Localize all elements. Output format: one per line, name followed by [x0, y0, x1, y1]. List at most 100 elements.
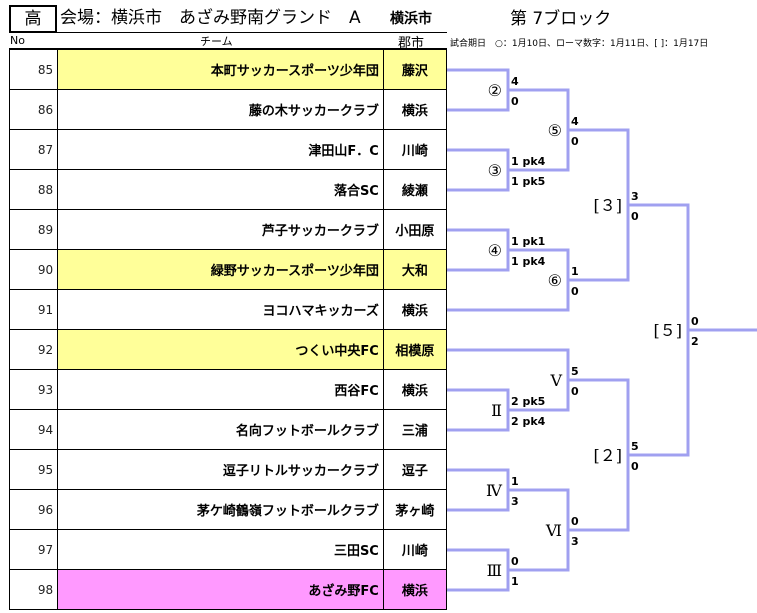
score-top: 4 — [511, 75, 519, 88]
title-divider — [9, 32, 447, 33]
team-name: あざみ野FC — [57, 569, 384, 610]
column-header-city: 郡市 — [398, 36, 425, 51]
score-bottom: 1 pk4 — [511, 255, 546, 268]
column-header-team: チーム — [200, 35, 233, 48]
match-label: ⑥ — [548, 271, 562, 290]
team-name: つくい中央FC — [57, 329, 384, 370]
team-city: 横浜 — [382, 369, 448, 410]
team-number: 95 — [8, 449, 59, 490]
score-bottom: 0 — [631, 460, 639, 473]
team-number: 91 — [8, 289, 59, 330]
team-number: 96 — [8, 489, 59, 530]
team-name: 緑野サッカースポーツ少年団 — [57, 249, 384, 290]
team-city: 横浜 — [382, 289, 448, 330]
team-number: 92 — [8, 329, 59, 370]
team-number: 87 — [8, 129, 59, 170]
score-top: 1 pk1 — [511, 235, 545, 248]
team-city: 藤沢 — [382, 49, 448, 90]
team-name: 芦子サッカークラブ — [57, 209, 384, 250]
team-name: 藤の木サッカークラブ — [57, 89, 384, 130]
schedule-note: 試合期日 ○：1月10日、ローマ数字：1月11日、[ ]：1月17日 — [450, 39, 709, 49]
score-top: 5 — [631, 440, 639, 453]
match-label: Ⅲ — [487, 561, 502, 580]
match-label: [３] — [594, 196, 623, 215]
team-number: 98 — [8, 569, 59, 610]
score-bottom: 0 — [571, 135, 579, 148]
match-label: Ⅴ — [549, 371, 562, 390]
score-top: 1 — [571, 265, 579, 278]
team-name: 茅ケ崎鶴嶺フットボールクラブ — [57, 489, 384, 530]
team-number: 93 — [8, 369, 59, 410]
score-top: 2 pk5 — [511, 395, 545, 408]
match-label: ④ — [488, 241, 502, 260]
score-top: 1 — [511, 475, 519, 488]
score-top: 5 — [571, 365, 579, 378]
team-name: 津田山F．C — [57, 129, 384, 170]
score-top: 1 pk4 — [511, 155, 546, 168]
score-bottom: 0 — [571, 385, 579, 398]
team-number: 90 — [8, 249, 59, 290]
team-city: 横浜 — [382, 89, 448, 130]
score-top: 0 — [691, 315, 699, 328]
match-label: [５] — [654, 321, 683, 340]
score-bottom: 3 — [571, 535, 579, 548]
team-city: 逗子 — [382, 449, 448, 490]
score-top: 0 — [571, 515, 579, 528]
score-bottom: 0 — [511, 95, 519, 108]
team-city: 川崎 — [382, 529, 448, 570]
team-name: 本町サッカースポーツ少年団 — [57, 49, 384, 90]
match-label: Ⅱ — [491, 401, 502, 420]
team-name: 落合SC — [57, 169, 384, 210]
score-top: 3 — [631, 190, 639, 203]
team-number: 85 — [8, 49, 59, 90]
team-city: 綾瀬 — [382, 169, 448, 210]
score-top: 0 — [511, 555, 519, 568]
match-label: ③ — [488, 161, 502, 180]
score-bottom: 2 pk4 — [511, 415, 546, 428]
team-name: 逗子リトルサッカークラブ — [57, 449, 384, 490]
score-bottom: 3 — [511, 495, 519, 508]
team-number: 88 — [8, 169, 59, 210]
team-city: 川崎 — [382, 129, 448, 170]
header-divider — [9, 48, 447, 49]
team-city: 相模原 — [382, 329, 448, 370]
column-header-no: No — [10, 34, 25, 47]
match-label: Ⅳ — [486, 481, 503, 500]
score-bottom: 1 — [511, 575, 519, 588]
match-label: ② — [488, 81, 502, 100]
score-bottom: 0 — [631, 210, 639, 223]
team-name: ヨコハマキッカーズ — [57, 289, 384, 330]
team-name: 西谷FC — [57, 369, 384, 410]
venue-city: 横浜市 — [390, 11, 432, 27]
score-top: 4 — [571, 115, 579, 128]
match-label: [２] — [594, 446, 623, 465]
block-title: 第 7ブロック — [510, 9, 612, 29]
team-number: 89 — [8, 209, 59, 250]
score-bottom: 2 — [691, 335, 699, 348]
match-label: ⑤ — [548, 121, 562, 140]
score-bottom: 0 — [571, 285, 579, 298]
team-number: 97 — [8, 529, 59, 570]
score-bottom: 1 pk5 — [511, 175, 545, 188]
team-city: 小田原 — [382, 209, 448, 250]
venue-title: 会場：横浜市 あざみ野南グランド A — [60, 8, 361, 28]
match-label: Ⅵ — [545, 521, 562, 540]
team-city: 三浦 — [382, 409, 448, 450]
team-city: 横浜 — [382, 569, 448, 610]
team-city: 茅ヶ崎 — [382, 489, 448, 530]
